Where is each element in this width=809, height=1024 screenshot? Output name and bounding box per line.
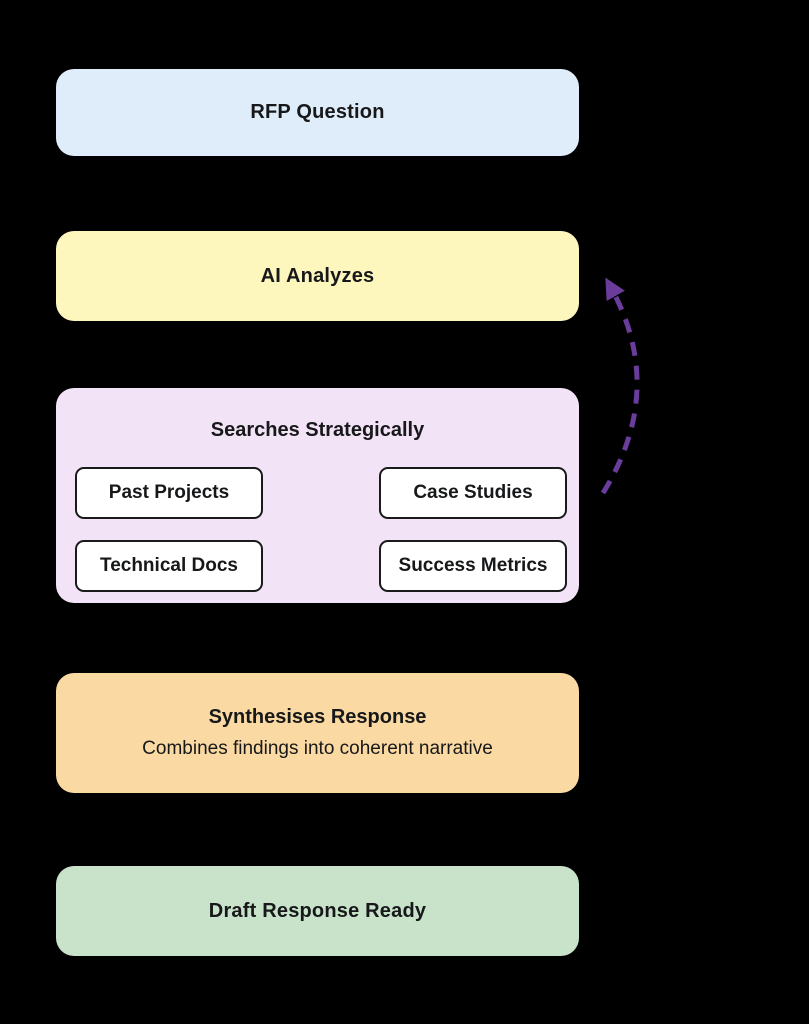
subnode-case-studies: Case Studies <box>379 467 567 519</box>
node-rfp-question: RFP Question <box>56 69 579 156</box>
node-ai-analyzes-label: AI Analyzes <box>260 264 375 287</box>
node-rfp-question-label: RFP Question <box>250 101 385 123</box>
node-draft-response-ready: Draft Response Ready <box>56 866 579 956</box>
subnode-past-projects: Past Projects <box>75 467 263 519</box>
subnode-technical-docs: Technical Docs <box>75 540 263 592</box>
node-draft-ready-label: Draft Response Ready <box>208 899 427 922</box>
feedback-arrow-path <box>600 277 640 495</box>
node-synthesises-response: Synthesises Response Combines findings i… <box>56 673 579 793</box>
subnode-success-metrics: Success Metrics <box>379 540 567 592</box>
node-searches-strategically: Searches Strategically Past Projects Cas… <box>56 388 579 603</box>
node-synthesises-subtitle: Combines findings into coherent narrativ… <box>142 738 493 759</box>
node-synthesises-title: Synthesises Response <box>208 706 427 728</box>
node-searches-title: Searches Strategically <box>210 419 425 441</box>
node-ai-analyzes: AI Analyzes <box>56 231 579 321</box>
